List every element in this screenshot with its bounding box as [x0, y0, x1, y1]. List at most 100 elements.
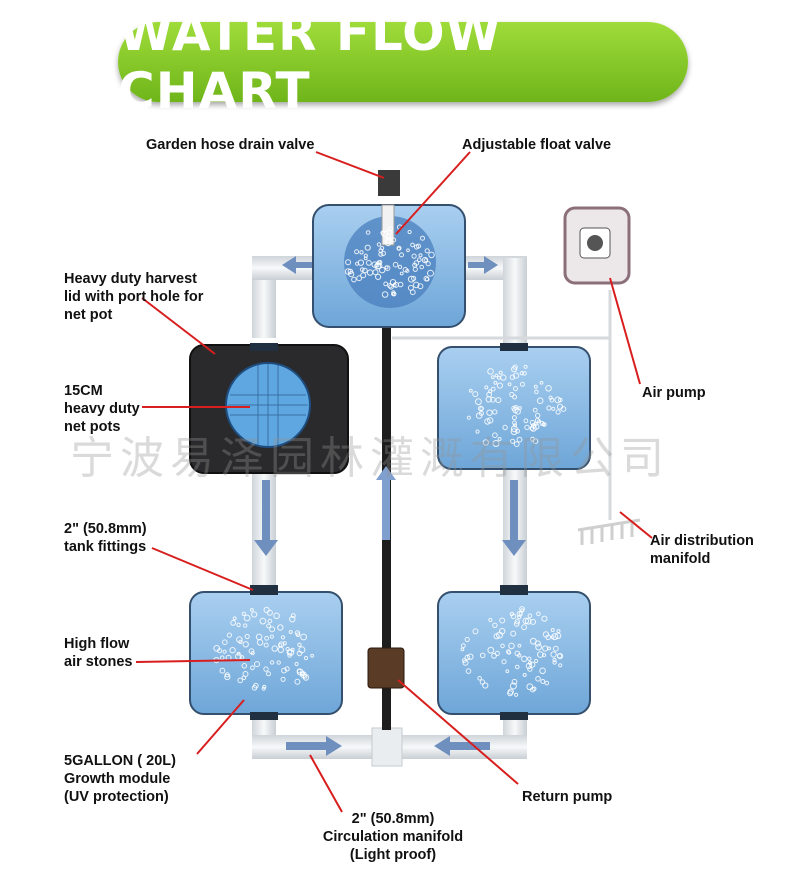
bubble: [296, 650, 303, 657]
bubble: [484, 385, 489, 390]
bubble: [482, 682, 489, 689]
bubble: [392, 261, 399, 268]
bubble: [462, 658, 467, 663]
bubble: [488, 617, 493, 623]
bubble: [420, 235, 425, 241]
bubble: [418, 253, 423, 258]
bubble: [288, 630, 293, 634]
bubble: [516, 436, 523, 443]
bubble: [492, 622, 498, 628]
bubble: [510, 366, 518, 373]
bubble: [387, 283, 393, 289]
leader-harvest-lid: [141, 297, 216, 355]
bubble: [269, 634, 274, 639]
bubble: [276, 660, 281, 665]
bubble: [348, 271, 355, 278]
bubble: [547, 646, 551, 651]
bubble: [362, 267, 368, 274]
bubble: [487, 368, 494, 375]
bubble: [428, 251, 435, 259]
bubble: [271, 645, 278, 652]
bubble: [539, 380, 544, 385]
bubble: [522, 673, 527, 677]
bubble: [464, 636, 470, 643]
bubble: [509, 682, 517, 690]
bubble: [284, 666, 290, 672]
bubble: [527, 613, 533, 619]
bubble: [494, 650, 500, 657]
bubble: [550, 651, 557, 658]
bubble: [500, 643, 505, 649]
bubble: [502, 424, 508, 431]
bubble: [512, 394, 518, 400]
bubble: [540, 679, 546, 684]
bubble: [524, 424, 530, 431]
arrow-up-center: [376, 466, 396, 540]
tank-left-lower: [189, 591, 343, 715]
bubble: [535, 412, 541, 419]
bubble: [534, 658, 539, 664]
air-bubbles: [213, 224, 567, 697]
bubble: [527, 666, 533, 672]
bubble: [536, 397, 544, 405]
label-growth-module: 5GALLON ( 20L) Growth module (UV protect…: [64, 753, 176, 805]
drain-valve: [378, 170, 400, 196]
bubble: [514, 692, 519, 697]
title-banner: WATER FLOW CHART: [118, 4, 688, 120]
bubble: [379, 246, 385, 251]
bubble: [411, 253, 417, 259]
bubble: [242, 641, 249, 648]
bubble: [499, 617, 506, 624]
bubble: [490, 375, 495, 380]
bubble: [423, 258, 428, 263]
bubble: [364, 244, 371, 251]
bubble: [539, 667, 546, 675]
bubble: [541, 422, 546, 427]
fitting: [500, 712, 528, 720]
bubble: [460, 647, 465, 652]
bubble: [529, 426, 535, 431]
bubble: [467, 653, 474, 660]
bubble: [520, 381, 525, 387]
fitting: [500, 343, 528, 351]
bubble: [417, 257, 422, 263]
leader-tank-fittings: [151, 547, 254, 591]
label-air-distribution-manifold: Air distribution manifold: [650, 533, 754, 567]
bubble: [505, 669, 510, 674]
bubble: [427, 269, 434, 277]
bubble: [526, 683, 534, 691]
bubble: [496, 631, 503, 639]
pipe-right-vertical: [503, 258, 527, 348]
bubble: [472, 628, 479, 635]
label-adjustable-float-valve: Adjustable float valve: [462, 137, 612, 153]
bubble: [535, 643, 542, 651]
bubble: [384, 265, 389, 270]
bubble: [477, 676, 482, 681]
bubble: [409, 289, 416, 296]
bubble: [294, 630, 301, 636]
bubble: [280, 635, 286, 640]
bubble: [396, 245, 402, 251]
bubble: [534, 389, 539, 395]
leader-air-pump: [609, 277, 641, 385]
arrow-down-right: [502, 480, 526, 556]
bubble: [492, 409, 498, 415]
bubble: [545, 634, 552, 641]
bubble: [529, 637, 537, 645]
bubble: [521, 655, 528, 662]
bubble: [425, 261, 431, 267]
bubble: [512, 423, 518, 428]
bubble: [509, 438, 516, 444]
bubble: [492, 432, 498, 439]
bubble: [513, 441, 520, 448]
bubble: [378, 266, 386, 274]
bubble: [269, 626, 276, 633]
bubble: [251, 611, 258, 618]
bubble: [297, 642, 302, 647]
bubble: [380, 250, 386, 257]
bubble: [493, 380, 498, 385]
bubble: [419, 264, 425, 270]
bubble: [552, 645, 559, 652]
air-distribution-manifold: [577, 518, 641, 545]
bubble: [360, 272, 367, 279]
